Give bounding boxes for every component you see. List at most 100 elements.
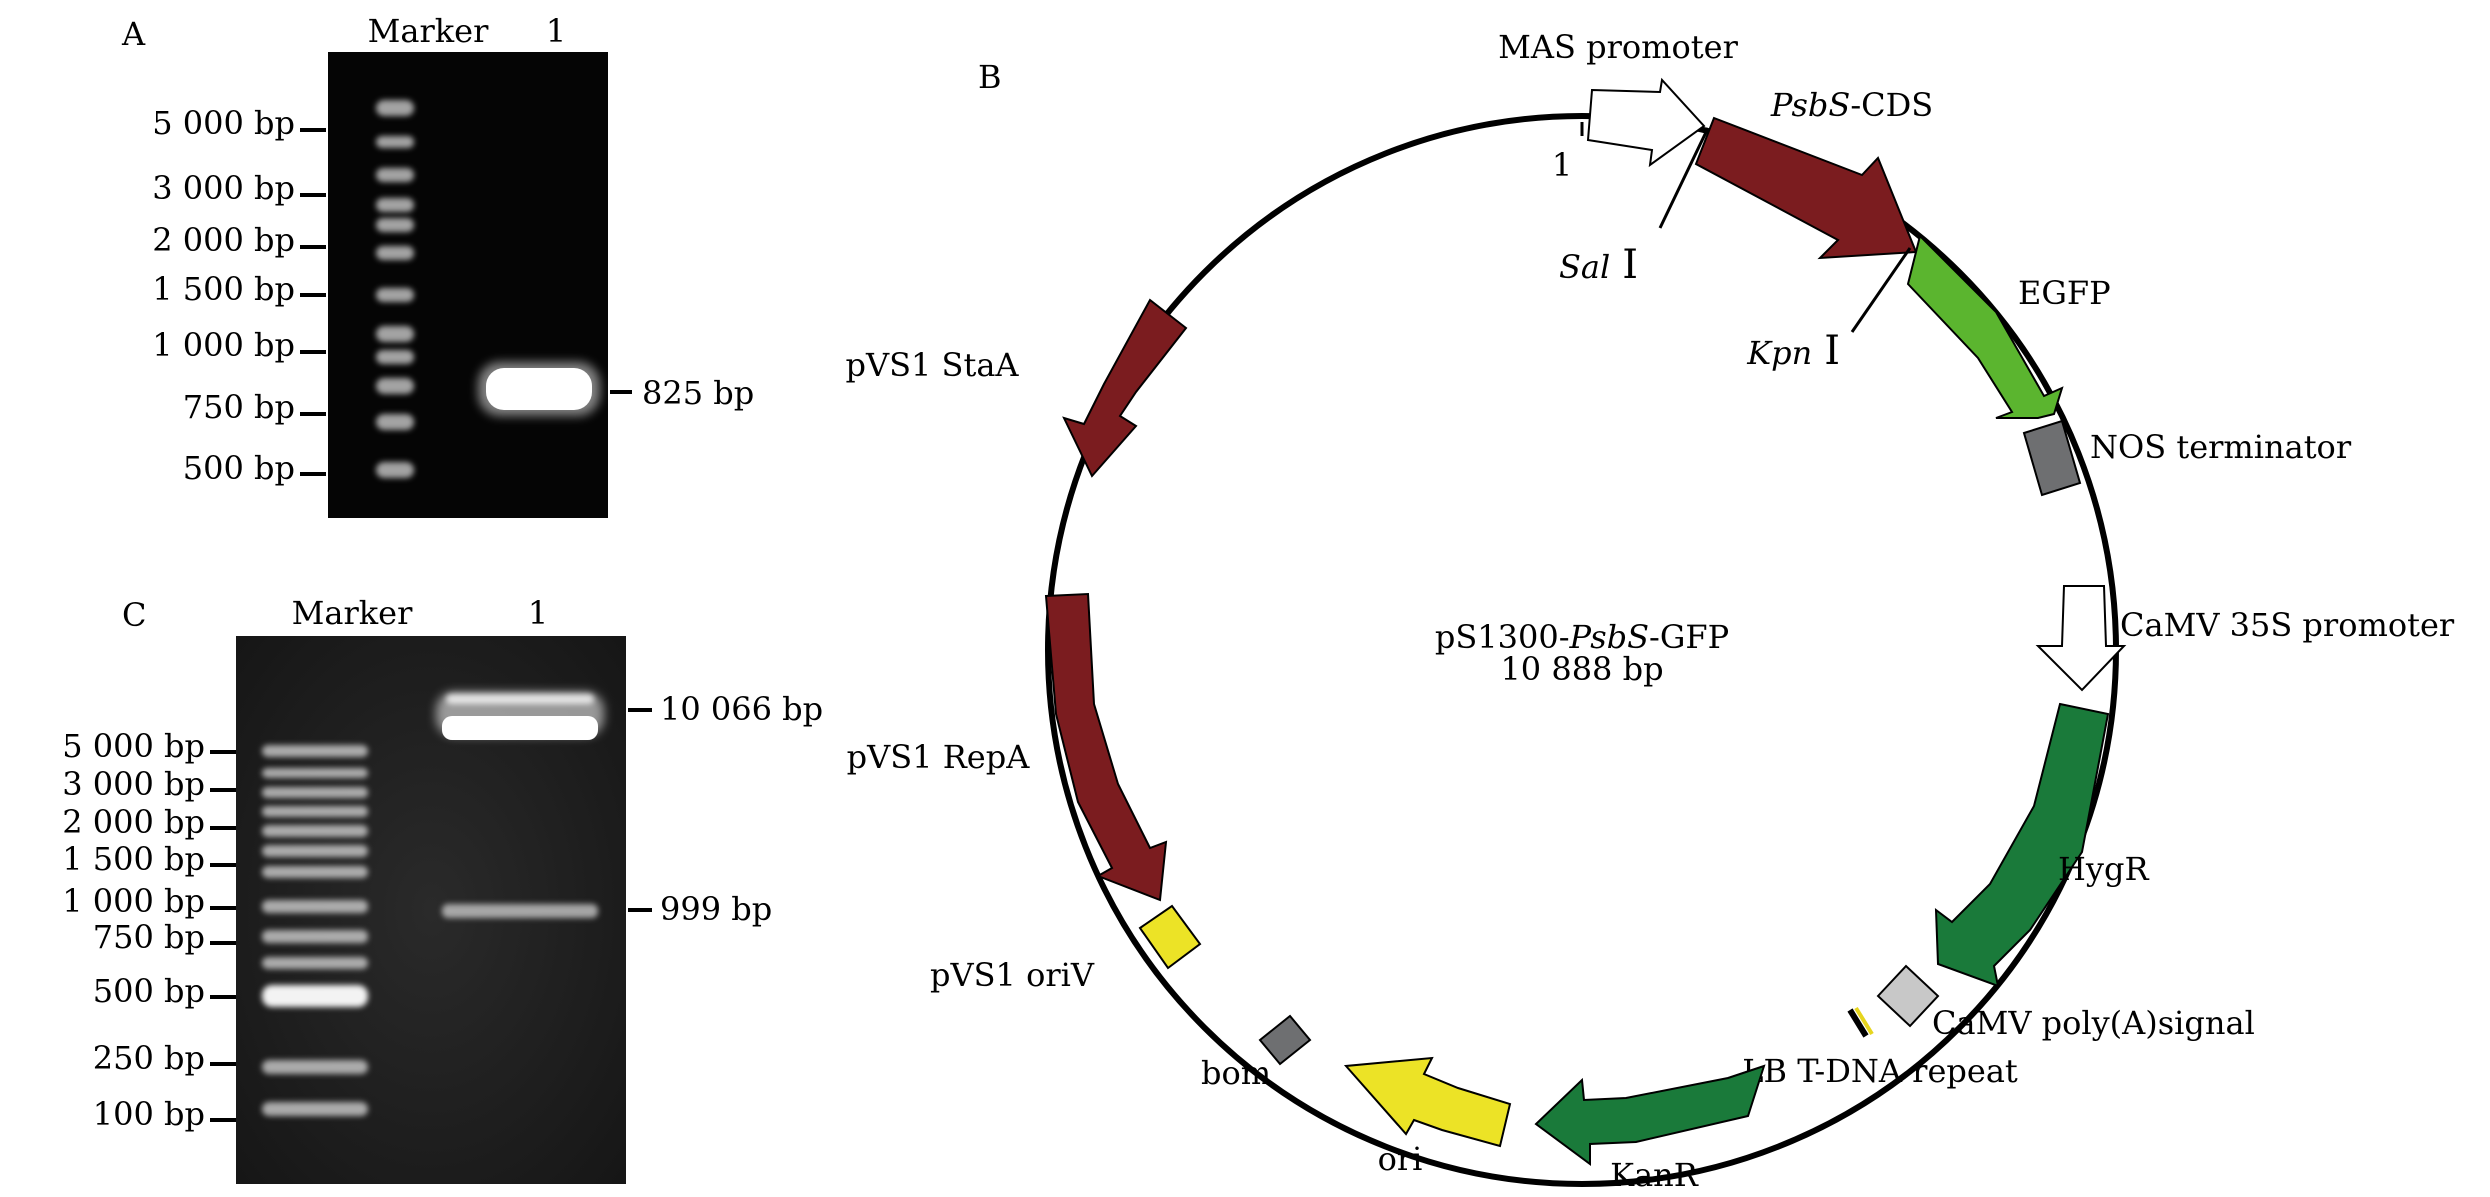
ladder-label: 2 000 bp: [62, 803, 205, 841]
ladder-label: 1 500 bp: [62, 840, 205, 878]
site-sal-leader: [1658, 127, 1710, 229]
ladder-label: 500 bp: [183, 449, 295, 487]
ladder-band: [376, 378, 414, 394]
gel-c-top-band-faint: [446, 694, 594, 704]
label-psbs-suffix: -CDS: [1850, 86, 1933, 124]
label-psbs-gene: PsbS: [1770, 86, 1851, 124]
label-camv35s-promoter: CaMV 35S promoter: [2120, 606, 2455, 644]
gel-a-band-label: 825 bp: [642, 374, 754, 412]
gel-c-lane1-header: 1: [528, 594, 548, 632]
ladder-label: 3 000 bp: [152, 169, 295, 207]
ladder-band: [262, 806, 368, 817]
ladder-label: 2 000 bp: [152, 221, 295, 259]
label-ori: ori: [1378, 1140, 1423, 1178]
plasmid-name-gene: PsbS: [1569, 618, 1650, 656]
label-egfp: EGFP: [2018, 274, 2111, 312]
feature-hygr: [1934, 702, 2110, 988]
ladder-band: [262, 768, 368, 778]
feature-camv35s-promoter: [2035, 585, 2127, 692]
label-pvs1-oriv: pVS1 oriV: [930, 956, 1095, 994]
label-hygr: HygR: [2058, 850, 2149, 888]
ladder-label: 5 000 bp: [152, 104, 295, 142]
plasmid-name-prefix: pS1300-: [1435, 618, 1570, 656]
site-kpn-leader: [1850, 247, 1912, 333]
site-kpn: Kpn Ⅰ: [1746, 328, 1840, 374]
panel-b: B pS1300-PsbS-GFP 10 888 bp 1 MAS promot…: [845, 28, 2454, 1194]
gel-a-sample-band: [486, 368, 592, 410]
plasmid-name-suffix: -GFP: [1649, 618, 1729, 656]
plasmid-name: pS1300-PsbS-GFP: [1435, 618, 1729, 656]
feature-pvs1-repa: [1044, 592, 1168, 902]
feature-nos-terminator: [2022, 419, 2082, 497]
ladder-band: [262, 930, 368, 943]
gel-a-marker-header: Marker: [368, 12, 489, 50]
ladder-label: 250 bp: [93, 1039, 205, 1077]
label-psbs-cds: PsbS-CDS: [1770, 86, 1933, 124]
ladder-band: [262, 745, 368, 757]
label-camv-polya: CaMV poly(A)signal: [1932, 1004, 2255, 1042]
ladder-band: [376, 326, 414, 342]
ladder-band: [376, 168, 414, 182]
ladder-label: 3 000 bp: [62, 765, 205, 803]
ladder-label: 100 bp: [93, 1095, 205, 1133]
ladder-label: 500 bp: [93, 972, 205, 1010]
label-pvs1-repa: pVS1 RepA: [847, 738, 1031, 776]
ladder-band: [262, 1060, 368, 1074]
lb-mark-fill: [1854, 1006, 1874, 1036]
site-kpn-numeral: Ⅰ: [1824, 328, 1840, 374]
ladder-label: 750 bp: [183, 388, 295, 426]
feature-camv-polya: [1876, 964, 1940, 1028]
ladder-label: 1 000 bp: [152, 326, 295, 364]
gel-c-lower-band: [442, 904, 598, 918]
feature-mas-promoter: [1586, 77, 1706, 168]
gel-a-ladder-bands: [376, 100, 414, 478]
feature-pvs1-staa: [1062, 298, 1188, 478]
label-nos-terminator: NOS terminator: [2090, 428, 2352, 466]
label-mas-promoter: MAS promoter: [1498, 28, 1738, 66]
ladder-band: [376, 350, 414, 364]
feature-ori: [1343, 1056, 1512, 1148]
ladder-band: [376, 246, 414, 260]
feature-egfp: [1906, 234, 2064, 419]
ladder-label: 1 000 bp: [62, 882, 205, 920]
plasmid-size: 10 888 bp: [1500, 650, 1663, 688]
ladder-band: [376, 414, 414, 430]
ladder-band: [376, 288, 414, 302]
panel-a: A Marker 1 5 000 bp 3 000 bp: [121, 12, 754, 518]
ladder-band: [376, 136, 414, 148]
ladder-band: [262, 866, 368, 878]
ladder-band-bright: [262, 985, 368, 1007]
feature-psbs-cds: [1694, 116, 1918, 260]
feature-pvs1-oriv: [1138, 904, 1202, 970]
site-kpn-name: Kpn: [1746, 334, 1812, 372]
gel-c-marker-header: Marker: [292, 594, 413, 632]
label-lb-tdna-repeat: LB T-DNA repeat: [1742, 1052, 2018, 1090]
gel-a-lane1-header: 1: [546, 12, 566, 50]
ladder-label: 1 500 bp: [152, 270, 295, 308]
gel-a-ladder-labels: 5 000 bp 3 000 bp 2 000 bp 1 500 bp 1 00…: [152, 104, 326, 487]
site-sal: Sal Ⅰ: [1559, 242, 1638, 288]
ladder-band: [376, 198, 414, 212]
gel-a: [328, 52, 608, 518]
ladder-label: 750 bp: [93, 918, 205, 956]
feature-bom: [1258, 1014, 1312, 1066]
gel-c-band-label-top: 10 066 bp: [660, 690, 823, 728]
ladder-label: 5 000 bp: [62, 727, 205, 765]
gel-c-ladder-bands: [262, 745, 368, 1116]
ladder-band: [262, 900, 368, 913]
feature-lb-tdna-repeat: [1847, 1008, 1869, 1038]
ladder-band: [262, 1102, 368, 1116]
panel-c: C Marker 1 5 000 bp 3 000: [62, 594, 823, 1184]
ladder-band: [262, 845, 368, 857]
panel-a-letter: A: [121, 15, 146, 53]
ladder-band: [376, 100, 414, 116]
panel-c-letter: C: [122, 596, 146, 634]
ladder-band: [262, 957, 368, 969]
ladder-band: [262, 787, 368, 798]
label-pvs1-staa: pVS1 StaA: [845, 346, 1019, 384]
ladder-band: [262, 825, 368, 837]
site-sal-numeral: Ⅰ: [1622, 242, 1638, 288]
feature-kanr: [1534, 1064, 1766, 1166]
site-sal-name: Sal: [1559, 248, 1610, 286]
